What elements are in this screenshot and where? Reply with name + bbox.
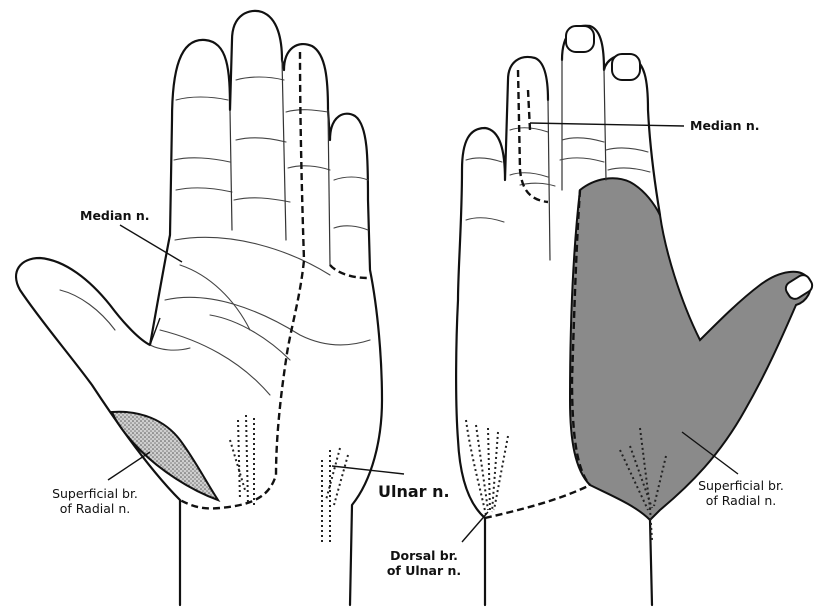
dorsal-ulnar-label-line1: Dorsal br.: [364, 548, 484, 563]
dorsal-superficial-radial-label-line1: Superficial br.: [676, 478, 806, 493]
dorsal-hand: [456, 26, 815, 605]
palmar-superficial-radial-label: Superficial br. of Radial n.: [30, 486, 160, 516]
palmar-superficial-radial-label-line1: Superficial br.: [30, 486, 160, 501]
dorsal-median-label: Median n.: [690, 118, 759, 133]
palmar-median-label: Median n.: [80, 208, 149, 223]
dorsal-superficial-radial-label-line2: of Radial n.: [676, 493, 806, 508]
dorsal-radial-zone: [570, 178, 810, 520]
palmar-superficial-radial-label-line2: of Radial n.: [30, 501, 160, 516]
dorsal-median-boundary: [518, 70, 548, 202]
dorsal-superficial-radial-label: Superficial br. of Radial n.: [676, 478, 806, 508]
palmar-ulnar-boundary: [180, 52, 304, 508]
dorsal-ulnar-label-line2: of Ulnar n.: [364, 563, 484, 578]
dorsal-hand-outline: [456, 57, 548, 605]
palmar-ulnar-label: Ulnar n.: [378, 484, 450, 499]
dorsal-ulnar-label: Dorsal br. of Ulnar n.: [364, 548, 484, 578]
